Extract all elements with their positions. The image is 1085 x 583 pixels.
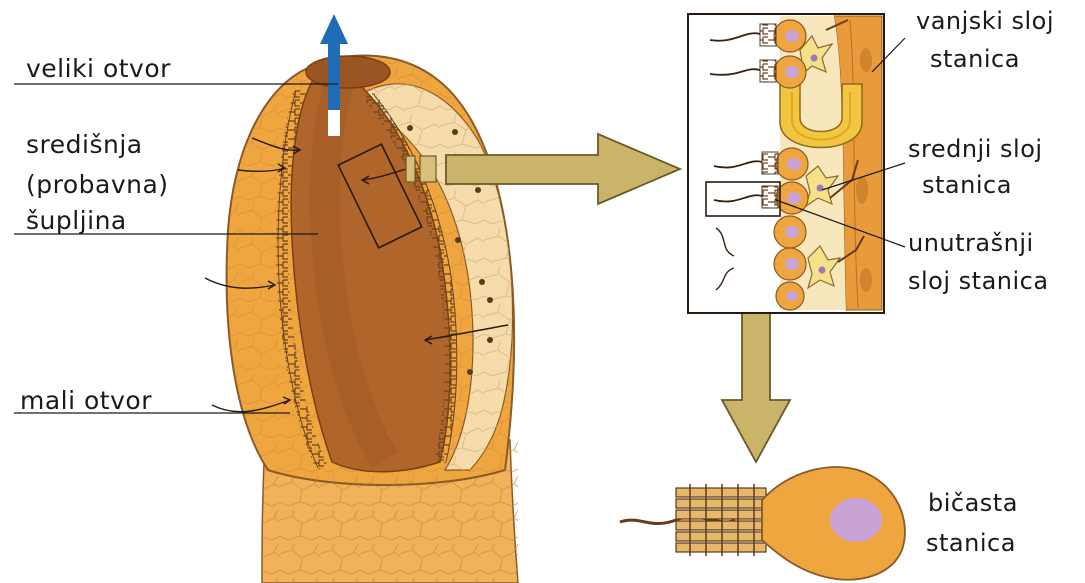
label-middle-layer-2: stanica	[922, 170, 1012, 200]
label-small-opening: mali otvor	[20, 386, 152, 415]
flagellate-cell	[620, 467, 905, 580]
label-central-cavity-3: šupljina	[26, 206, 127, 235]
label-outer-layer-2: stanica	[930, 44, 1020, 74]
label-middle-layer-1: srednji sloj	[908, 134, 1043, 164]
flagellum	[620, 520, 676, 524]
wall-detail-panel	[688, 14, 884, 313]
label-central-cavity-1: središnja	[26, 130, 143, 159]
nucleus	[830, 498, 882, 542]
label-flagellate-1: bičasta	[928, 488, 1018, 518]
label-flagellate-2: stanica	[926, 528, 1016, 558]
label-inner-layer-1: unutrašnji	[908, 228, 1034, 258]
label-large-opening: veliki otvor	[26, 54, 171, 83]
label-outer-layer-1: vanjski sloj	[916, 6, 1054, 36]
sponge-body	[205, 56, 518, 583]
osculum	[306, 56, 390, 88]
label-central-cavity-2: (probavna)	[26, 170, 169, 199]
label-inner-layer-2: sloj stanica	[908, 266, 1049, 296]
